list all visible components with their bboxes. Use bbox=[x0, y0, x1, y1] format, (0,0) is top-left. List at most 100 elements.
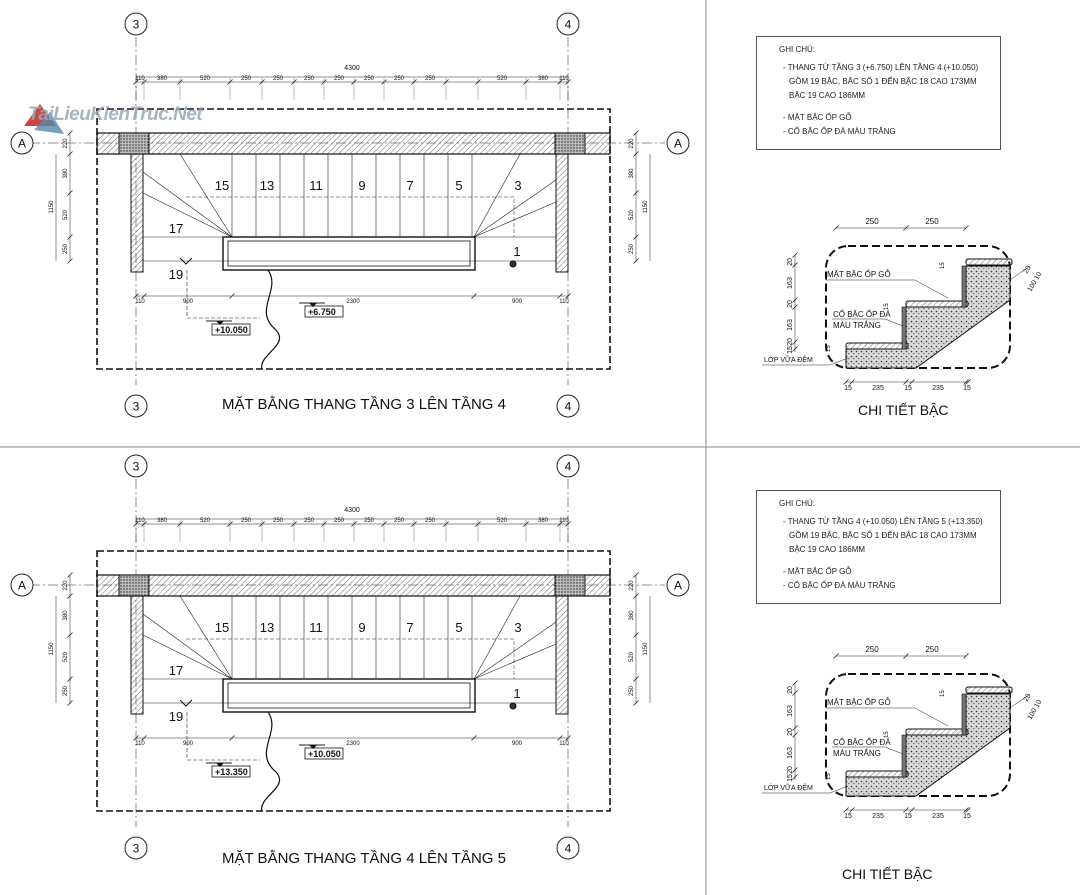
dim-tick bbox=[133, 735, 139, 741]
winder-line bbox=[473, 201, 557, 238]
dim-text: 235 bbox=[932, 813, 944, 820]
grid-bubble bbox=[124, 454, 148, 478]
dim-text: 250 bbox=[394, 518, 405, 524]
dim-text: 900 bbox=[183, 741, 194, 747]
dim-tick bbox=[67, 632, 73, 638]
note-item: - CỔ BẬC ỐP ĐÁ MÀU TRẮNG bbox=[783, 127, 896, 136]
dim-text: 110 bbox=[559, 299, 569, 305]
stair-void bbox=[222, 678, 476, 713]
dim-text: 520 bbox=[497, 76, 508, 82]
dim-line bbox=[1009, 693, 1031, 709]
dim-text: 110 bbox=[559, 518, 569, 524]
beam-section bbox=[96, 132, 611, 155]
dim-text: 1150 bbox=[643, 200, 649, 214]
stair-start-dot bbox=[509, 260, 517, 268]
step-number: 17 bbox=[169, 221, 183, 236]
dim-text: 380 bbox=[538, 518, 549, 524]
dim-text: 250 bbox=[63, 243, 69, 254]
grid-bubble bbox=[556, 12, 580, 36]
dim-text: 4300 bbox=[344, 507, 360, 514]
dim-tick bbox=[792, 767, 798, 773]
dim-tick bbox=[903, 653, 909, 659]
wood-tread bbox=[845, 342, 909, 350]
dim-text: 380 bbox=[63, 168, 69, 179]
winder-line bbox=[473, 621, 557, 680]
note-line: - THANG TỪ TẦNG 3 (+6.750) LÊN TẦNG 4 (+… bbox=[783, 63, 979, 72]
dim-text: 250 bbox=[865, 217, 879, 226]
grid-label: A bbox=[18, 579, 26, 593]
dim-tick bbox=[633, 151, 639, 157]
side-wall-left bbox=[130, 153, 144, 273]
note-line: GỒM 19 BẬC, BẬC SỐ 1 ĐẾN BẬC 18 CAO 173M… bbox=[789, 77, 977, 86]
watermark-text: TaiLieuKienTruc.Net bbox=[28, 104, 203, 125]
plan-title-1: MẶT BẰNG THANG TẦNG 3 LÊN TẦNG 4 bbox=[222, 396, 506, 413]
dim-text: 15 bbox=[884, 731, 890, 738]
step-number: 7 bbox=[406, 178, 413, 193]
dim-text: 380 bbox=[538, 76, 549, 82]
detail-label: LỚP VỮA ĐỆM bbox=[764, 783, 813, 792]
level-label: +13.350 bbox=[215, 767, 248, 777]
dim-tick bbox=[965, 807, 971, 813]
level-label: +6.750 bbox=[308, 307, 336, 317]
dim-tick bbox=[633, 593, 639, 599]
dim-text: 15 bbox=[940, 690, 946, 697]
stair-arrow-icon bbox=[179, 257, 193, 265]
note-item: - MẶT BẬC ỐP GỖ bbox=[783, 567, 852, 576]
dim-text: 380 bbox=[63, 610, 69, 621]
step-number: 11 bbox=[309, 178, 323, 193]
dim-text: 250 bbox=[865, 645, 879, 654]
detail-label: MẶT BẬC ỐP GỖ bbox=[827, 269, 891, 279]
grid-bubble bbox=[124, 394, 148, 418]
dim-text: 1150 bbox=[49, 642, 55, 656]
dim-text: 163 bbox=[787, 705, 794, 717]
dim-tick bbox=[792, 725, 798, 731]
level-box bbox=[304, 305, 344, 318]
step-number: 13 bbox=[260, 178, 274, 193]
step-number: 11 bbox=[309, 620, 323, 635]
plan-title-2: MẶT BẰNG THANG TẦNG 4 LÊN TẦNG 5 bbox=[222, 850, 506, 867]
dim-text: 380 bbox=[629, 610, 635, 621]
step-number: 17 bbox=[169, 663, 183, 678]
note-line: GỒM 19 BẬC, BẬC SỐ 1 ĐẾN BẬC 18 CAO 173M… bbox=[789, 531, 977, 540]
dim-text: 250 bbox=[425, 518, 436, 524]
step-number: 1 bbox=[513, 244, 520, 259]
dim-tick bbox=[67, 593, 73, 599]
dim-text: 15 bbox=[844, 385, 852, 392]
dim-tick bbox=[792, 304, 798, 310]
dim-tick bbox=[792, 262, 798, 268]
dim-tick bbox=[67, 572, 73, 578]
detail-label: CỔ BẬC ỐP ĐÁ bbox=[833, 309, 891, 319]
dim-text: 250 bbox=[629, 243, 635, 254]
grid-bubble bbox=[556, 454, 580, 478]
grid-label: A bbox=[674, 579, 682, 593]
dim-tick bbox=[903, 379, 909, 385]
stone-riser bbox=[961, 693, 967, 736]
dim-text: 163 bbox=[787, 277, 794, 289]
dim-tick bbox=[792, 252, 798, 258]
dim-text: 220 bbox=[629, 138, 635, 149]
dim-text: 20 bbox=[1023, 265, 1033, 275]
grid-label: 4 bbox=[565, 400, 572, 414]
break-line bbox=[261, 269, 281, 370]
grid-bubble bbox=[10, 131, 34, 155]
dim-text: 15 bbox=[844, 813, 852, 820]
dim-text: 110 bbox=[559, 741, 569, 747]
dim-text: 15 bbox=[884, 303, 890, 310]
dim-text: 250 bbox=[63, 685, 69, 696]
grid-bubble bbox=[124, 12, 148, 36]
hidden-line bbox=[186, 196, 515, 237]
hidden-line bbox=[186, 270, 260, 319]
hidden-line bbox=[186, 638, 515, 679]
step-number: 7 bbox=[406, 620, 413, 635]
dim-tick bbox=[833, 653, 839, 659]
dim-text: 520 bbox=[63, 209, 69, 220]
winder-line bbox=[142, 634, 233, 680]
leader-line bbox=[914, 279, 949, 299]
dim-text: 20 bbox=[787, 300, 794, 308]
dim-tick bbox=[843, 379, 849, 385]
dim-text: 250 bbox=[629, 685, 635, 696]
dim-tick bbox=[229, 735, 235, 741]
dim-tick bbox=[849, 807, 855, 813]
